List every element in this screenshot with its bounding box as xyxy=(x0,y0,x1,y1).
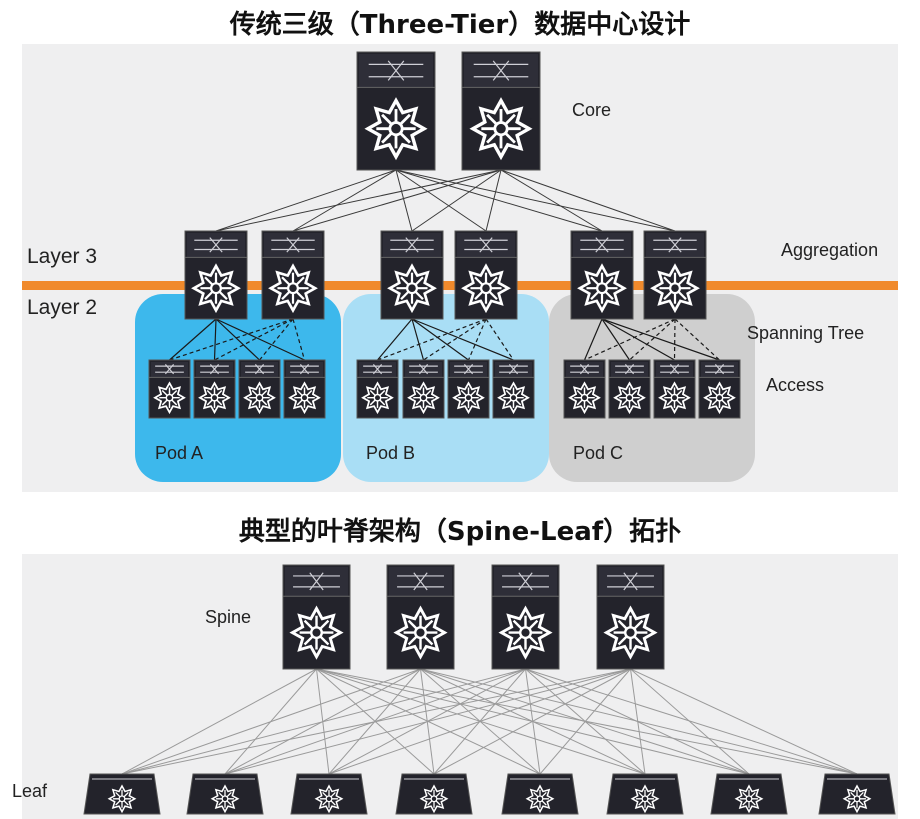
leaf-switch-icon xyxy=(710,773,788,815)
aggregation-switch-icon xyxy=(454,230,518,320)
leaf-label: Leaf xyxy=(12,781,48,801)
pod-a-label: Pod A xyxy=(155,443,204,463)
pod-c-label: Pod C xyxy=(573,443,624,463)
leaf-switch-icon xyxy=(395,773,473,815)
core-switch-icon xyxy=(461,51,541,171)
leaf-switch-icon xyxy=(501,773,579,815)
core-label: Core xyxy=(572,100,612,120)
leaf-switch-icon xyxy=(606,773,684,815)
layer2-label: Layer 2 xyxy=(27,296,98,319)
pod-b-background xyxy=(343,294,549,482)
access-label: Access xyxy=(766,375,825,395)
spine-switch-icon xyxy=(386,564,455,670)
access-switch-icon xyxy=(356,359,399,419)
pod-c-background xyxy=(549,294,755,482)
leaf-switch-icon xyxy=(186,773,264,815)
spanning-tree-label: Spanning Tree xyxy=(747,323,865,343)
aggregation-label: Aggregation xyxy=(781,240,879,260)
access-switch-icon xyxy=(238,359,281,419)
pod-a-background xyxy=(135,294,341,482)
devices xyxy=(83,51,896,815)
leaf-switch-icon xyxy=(83,773,161,815)
spine-label: Spine xyxy=(205,607,252,627)
access-switch-icon xyxy=(492,359,535,419)
links xyxy=(121,169,858,775)
access-switch-icon xyxy=(563,359,606,419)
layer3-label: Layer 3 xyxy=(27,245,98,268)
pod-b-label: Pod B xyxy=(366,443,416,463)
spine-switch-icon xyxy=(282,564,351,670)
access-switch-icon xyxy=(193,359,236,419)
access-switch-icon xyxy=(148,359,191,419)
spine-switch-icon xyxy=(596,564,665,670)
spine-switch-icon xyxy=(491,564,560,670)
aggregation-switch-icon xyxy=(570,230,634,320)
aggregation-switch-icon xyxy=(261,230,325,320)
aggregation-switch-icon xyxy=(184,230,248,320)
access-switch-icon xyxy=(653,359,696,419)
three-tier-title: 传统三级（Three-Tier）数据中心设计 xyxy=(229,10,691,40)
access-switch-icon xyxy=(447,359,490,419)
aggregation-switch-icon xyxy=(380,230,444,320)
leaf-switch-icon xyxy=(818,773,896,815)
aggregation-switch-icon xyxy=(643,230,707,320)
spine-leaf-title: 典型的叶脊架构（Spine-Leaf）拓扑 xyxy=(238,517,682,547)
core-switch-icon xyxy=(356,51,436,171)
access-switch-icon xyxy=(283,359,326,419)
pod-backgrounds xyxy=(135,294,755,482)
access-switch-icon xyxy=(698,359,741,419)
leaf-switch-icon xyxy=(290,773,368,815)
access-switch-icon xyxy=(608,359,651,419)
access-switch-icon xyxy=(402,359,445,419)
